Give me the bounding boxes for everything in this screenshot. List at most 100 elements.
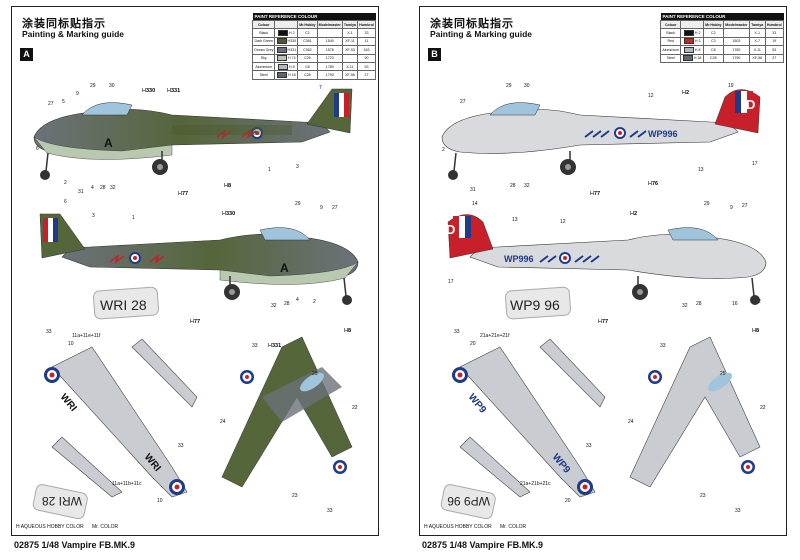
ref-row: Dark Green H330 C361 1540 XF-11 11: [251, 36, 376, 47]
color-swatch: [683, 46, 694, 53]
ref-cell: 33: [764, 28, 785, 38]
color-swatch: [682, 55, 693, 62]
callout-30: 30: [524, 83, 530, 89]
ref-cell: 90: [357, 53, 376, 63]
callout-7: 7: [319, 85, 322, 91]
callout-5: 5: [62, 99, 65, 105]
callout-22: 22: [760, 405, 766, 411]
product-title: 02875 1/48 Vampire FB.MK.9: [14, 540, 136, 550]
paint-code: H 18: [693, 56, 702, 61]
callout-1: 1: [268, 167, 271, 173]
ref-row: Steel H 18 C28 1790 XF-56 27: [251, 70, 376, 80]
serial-decal-tag: WP9 96: [505, 286, 571, 320]
ref-cell: 27: [764, 53, 785, 63]
ref-row: Sky H 74 C26 1723 - 90: [251, 53, 376, 63]
hcode-h77: H77: [598, 319, 608, 325]
callout-29: 29: [295, 201, 301, 207]
callout-24: 24: [628, 419, 634, 425]
paint-code: H 2: [694, 31, 701, 36]
decal-ref-bottom: 11a+11b+11c: [112, 481, 142, 487]
ref-cell-code: H 2: [680, 28, 704, 38]
serial-code: WP9 96: [510, 297, 560, 313]
callout-12: 12: [648, 93, 654, 99]
hcode-h331: H331: [167, 88, 180, 94]
ref-cell: C28: [297, 70, 318, 80]
ref-cell: XF-56: [748, 53, 766, 63]
ref-cell: 1540: [316, 36, 343, 47]
footer-mr: Mr. COLOR: [500, 524, 527, 530]
svg-text:A: A: [280, 261, 289, 275]
ref-cell-name: Red: [659, 36, 682, 47]
color-swatch: [278, 63, 289, 70]
ref-col: Tamiya: [748, 19, 766, 30]
page-title-cn: 涂装同标贴指示: [430, 18, 514, 30]
callout-17: 17: [752, 161, 758, 167]
callout-33: 33: [252, 343, 258, 349]
ref-col: Mr.Hobby: [297, 19, 318, 30]
callout-33: 33: [660, 343, 666, 349]
callout-9: 9: [320, 205, 323, 211]
color-swatch: [277, 55, 288, 62]
ref-cell: XF-11: [341, 36, 359, 47]
callout-16: 16: [732, 301, 738, 307]
ref-table-columns: Colour Mr.Hobby Modelmaster Tamiya Humbr…: [659, 19, 785, 30]
ref-row: Ocean Grey H331 C362 1578 XF-53 163: [251, 45, 376, 55]
serial-underside-tag: WP9 96: [440, 484, 496, 520]
ref-cell: C3: [702, 36, 724, 47]
callout-33: 33: [46, 329, 52, 335]
footer-paint: H AQUEOUS HOBBY COLOR: [16, 524, 84, 530]
ref-col: Mr.Hobby: [702, 19, 724, 30]
ref-cell: 1780: [722, 45, 750, 55]
callout-2: 2: [313, 299, 316, 305]
callout-32: 32: [110, 185, 116, 191]
callout-17: 17: [448, 279, 454, 285]
callout-4: 4: [296, 297, 299, 303]
callout-31: 31: [78, 189, 84, 195]
ref-cell: X-11: [748, 45, 766, 55]
serial-decal-tag: WRI 28: [93, 286, 159, 320]
callout-32: 32: [682, 303, 688, 309]
scheme-badge: B: [428, 48, 441, 61]
ref-row: Aluminium H 8 C8 1780 X-11 53: [659, 45, 785, 55]
callout-2: 2: [758, 299, 761, 305]
ref-cell: 163: [357, 45, 376, 55]
hcode-h8: H8: [752, 328, 759, 334]
paint-reference-table: PAINT REFERENCE COLOUR Colour Mr.Hobby M…: [659, 13, 785, 63]
ref-cell-name: Steel: [251, 70, 276, 80]
svg-text:A: A: [104, 136, 113, 150]
aircraft-underside-view: WP9 WP9 33 20 33 20 21a+21e+21f 21a+21b+…: [452, 329, 606, 504]
aircraft-side-view-left: A 27 5 9 29 30 7 1 3 6 2 31 4 28 32 H330…: [33, 83, 353, 197]
callout-10: 10: [68, 341, 74, 347]
ref-row: Steel H 18 C28 1790 XF-56 27: [659, 53, 785, 63]
callout-13: 13: [512, 217, 518, 223]
ref-cell-name: Black: [251, 28, 276, 38]
paint-code: H330: [287, 39, 297, 44]
callout-13: 13: [698, 167, 704, 173]
callout-27: 27: [742, 203, 748, 209]
hcode-h77: H77: [178, 191, 188, 197]
color-swatch: [277, 72, 288, 79]
callout-28: 28: [510, 183, 516, 189]
hcode-h331: H331: [268, 343, 281, 349]
ref-cell-name: Ocean Grey: [251, 45, 276, 55]
product-title: 02875 1/48 Vampire FB.MK.9: [422, 540, 544, 550]
ref-col: Humbrol: [357, 19, 376, 30]
ref-cell-name: Sky: [251, 53, 276, 63]
ref-col: Humbrol: [764, 19, 785, 30]
ref-cell-code: H 8: [680, 45, 704, 55]
decal-ref-bottom: 21a+21b+21c: [520, 481, 551, 487]
callout-33: 33: [586, 443, 592, 449]
hcode-h8: H8: [224, 183, 231, 189]
callout-29: 29: [704, 201, 710, 207]
serial-code: WRI 28: [100, 297, 147, 313]
hcode-h8: H8: [344, 328, 351, 334]
callout-3: 3: [92, 213, 95, 219]
ref-cell: XF-56: [341, 70, 359, 80]
painting-guide-page-a: 涂装同标贴指示 Painting & Marking guide A PAINT…: [11, 6, 379, 536]
ref-cell: [316, 28, 343, 38]
ref-cell: C8: [702, 45, 724, 55]
callout-31: 31: [470, 187, 476, 193]
color-swatch: [276, 46, 287, 53]
callout-29: 29: [90, 83, 96, 89]
callout-2: 2: [442, 147, 445, 153]
